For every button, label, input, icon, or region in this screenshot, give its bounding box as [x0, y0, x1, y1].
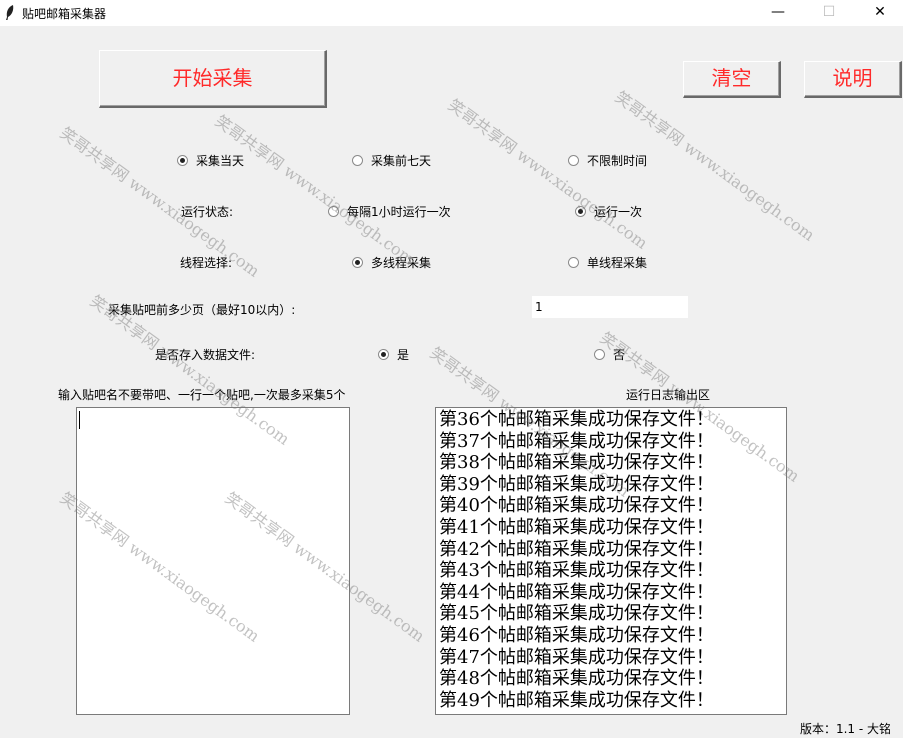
run-status-label: 运行状态: [181, 205, 234, 219]
log-line: 第41个帖邮箱采集成功保存文件！ [439, 516, 714, 538]
radio-range-seven-days[interactable]: 采集前七天 [352, 152, 431, 169]
log-line: 第37个帖邮箱采集成功保存文件！ [439, 430, 714, 452]
radio-thread-single[interactable]: 单线程采集 [568, 254, 647, 271]
radio-label: 是 [397, 348, 410, 362]
log-line: 第38个帖邮箱采集成功保存文件！ [439, 452, 714, 474]
version-label: 版本：1.1 - 大铭 [799, 722, 891, 736]
log-line: 第39个帖邮箱采集成功保存文件！ [439, 473, 714, 495]
close-button[interactable]: ✕ [874, 4, 886, 20]
radio-indicator [352, 257, 363, 268]
start-collect-button[interactable]: 开始采集 [99, 50, 327, 108]
minimize-button[interactable]: — [771, 4, 785, 20]
radio-indicator [352, 155, 363, 166]
radio-label: 多线程采集 [371, 256, 432, 270]
radio-label: 单线程采集 [587, 256, 648, 270]
text-caret [79, 411, 80, 429]
radio-indicator [594, 349, 605, 360]
pages-input[interactable]: 1 [532, 296, 688, 318]
log-line: 第42个帖邮箱采集成功保存文件！ [439, 538, 714, 560]
title-bar: 贴吧邮箱采集器 — ☐ ✕ [0, 0, 903, 26]
radio-label: 每隔1小时运行一次 [347, 205, 451, 219]
pages-label: 采集贴吧前多少页（最好10以内）: [108, 303, 296, 317]
radio-indicator [568, 257, 579, 268]
radio-range-unlimited[interactable]: 不限制时间 [568, 152, 647, 169]
radio-save-yes[interactable]: 是 [378, 346, 409, 363]
radio-range-today[interactable]: 采集当天 [177, 152, 244, 169]
log-line: 第49个帖邮箱采集成功保存文件！ [439, 689, 714, 711]
input-area-label: 输入贴吧名不要带吧、一行一个贴吧,一次最多采集5个 [58, 388, 346, 402]
log-line: 第47个帖邮箱采集成功保存文件！ [439, 646, 714, 668]
radio-indicator [378, 349, 389, 360]
radio-label: 不限制时间 [587, 154, 648, 168]
radio-run-once[interactable]: 运行一次 [575, 203, 642, 220]
maximize-button[interactable]: ☐ [822, 4, 836, 20]
radio-label: 采集前七天 [371, 154, 432, 168]
log-line: 第46个帖邮箱采集成功保存文件！ [439, 624, 714, 646]
tieba-name-input[interactable] [76, 407, 350, 715]
run-log-output[interactable]: 第36个帖邮箱采集成功保存文件！第37个帖邮箱采集成功保存文件！第38个帖邮箱采… [435, 407, 787, 715]
radio-label: 否 [613, 348, 626, 362]
save-file-label: 是否存入数据文件: [155, 348, 256, 362]
radio-label: 采集当天 [196, 154, 245, 168]
help-button[interactable]: 说明 [804, 61, 902, 98]
radio-indicator [575, 206, 586, 217]
radio-thread-multi[interactable]: 多线程采集 [352, 254, 431, 271]
radio-indicator [177, 155, 188, 166]
radio-indicator [328, 206, 339, 217]
feather-icon [6, 5, 14, 20]
log-line: 第43个帖邮箱采集成功保存文件！ [439, 560, 714, 582]
log-area-label: 运行日志输出区 [626, 388, 711, 402]
log-line: 第40个帖邮箱采集成功保存文件！ [439, 495, 714, 517]
radio-indicator [568, 155, 579, 166]
log-line: 第36个帖邮箱采集成功保存文件！ [439, 409, 714, 430]
log-line: 第44个帖邮箱采集成功保存文件！ [439, 581, 714, 603]
watermark-text: 笑哥共享网 www.xiaogegh.com [56, 123, 264, 281]
radio-label: 运行一次 [594, 205, 643, 219]
radio-save-no[interactable]: 否 [594, 346, 625, 363]
log-line: 第48个帖邮箱采集成功保存文件！ [439, 668, 714, 690]
window-title: 贴吧邮箱采集器 [22, 7, 107, 21]
clear-button[interactable]: 清空 [683, 61, 781, 98]
watermark-text: 笑哥共享网 www.xiaogegh.com [444, 95, 652, 253]
thread-label: 线程选择: [180, 256, 233, 270]
log-line: 第45个帖邮箱采集成功保存文件！ [439, 603, 714, 625]
radio-run-hourly[interactable]: 每隔1小时运行一次 [328, 203, 451, 220]
watermark-text: 笑哥共享网 www.xiaogegh.com [211, 111, 419, 269]
